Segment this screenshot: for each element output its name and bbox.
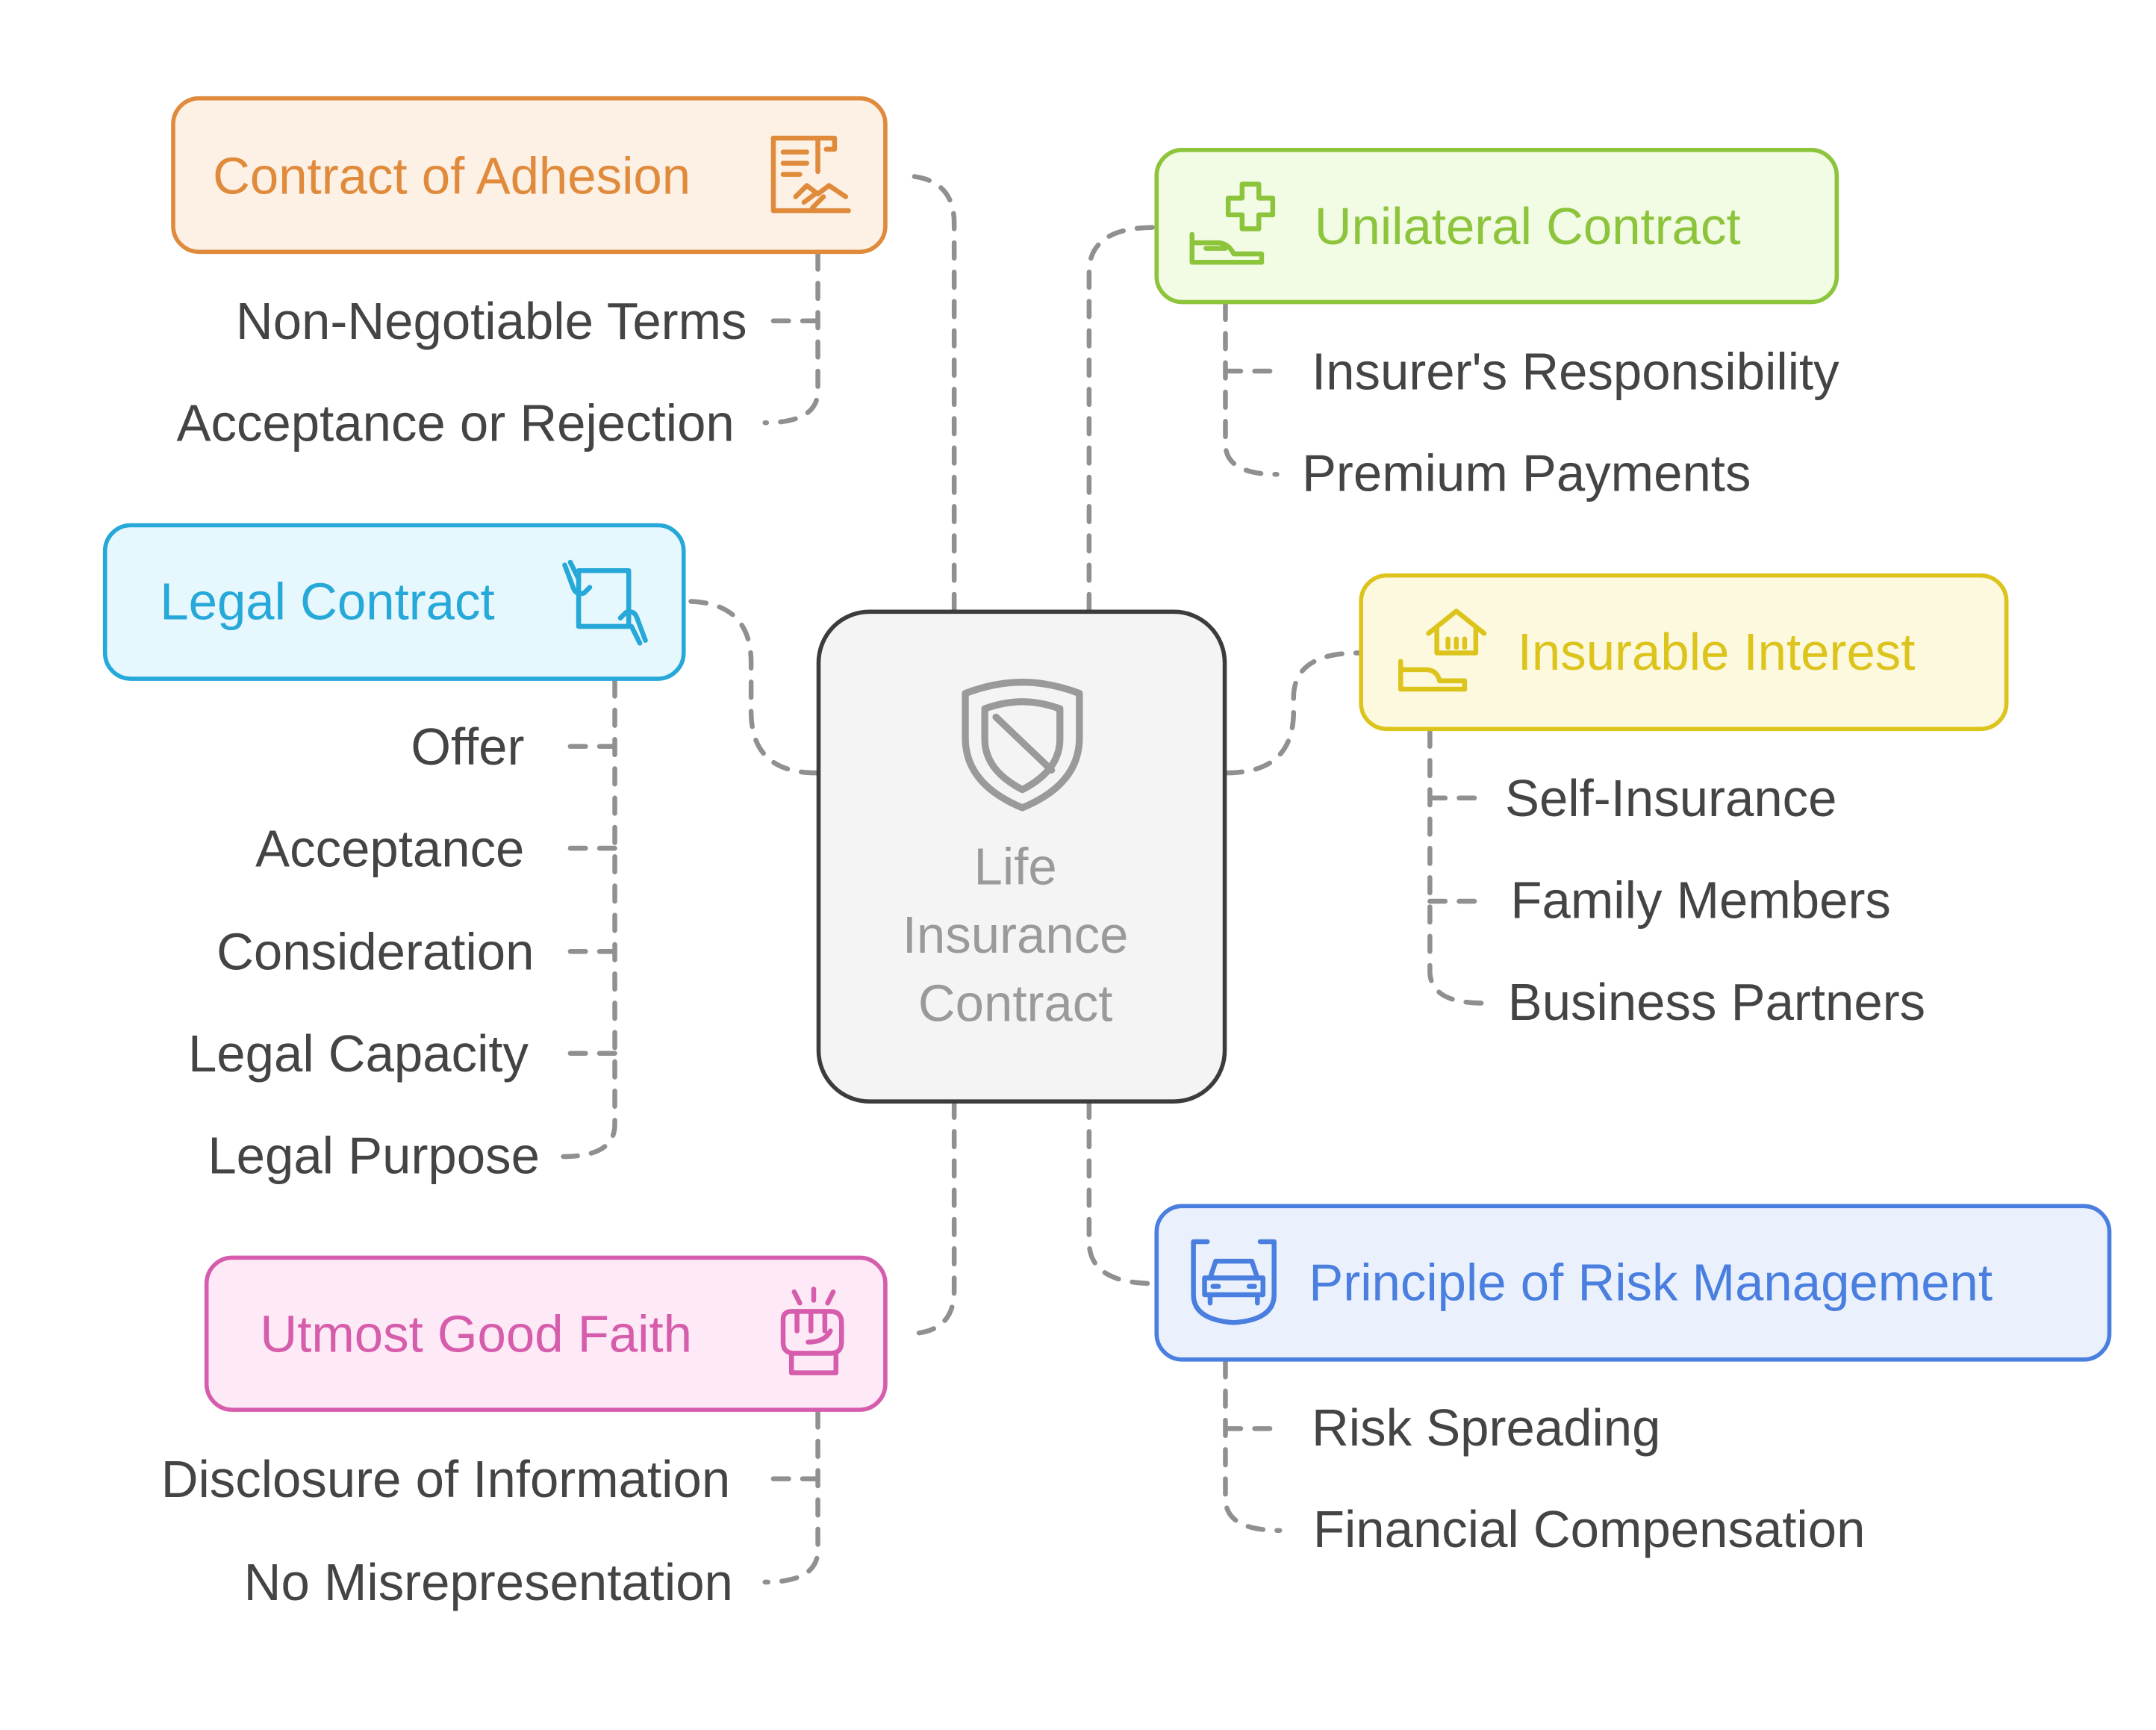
adhesion-item-1: Non-Negotiable Terms — [235, 293, 747, 350]
center-title: Life Insurance Contract — [835, 833, 1196, 1038]
hand-plus-icon — [1189, 181, 1276, 265]
legal-item-2: Acceptance — [255, 820, 525, 878]
faith-item-2: No Misrepresentation — [243, 1554, 733, 1612]
risk-item-1: Risk Spreading — [1311, 1399, 1661, 1457]
connector-adhesion — [904, 173, 957, 612]
center-title-line-1: Life — [973, 838, 1057, 896]
connector-adhesion-trunk — [762, 251, 820, 426]
branch-adhesion — [171, 96, 888, 255]
branch-insurable-title: Insurable Interest — [1517, 623, 1916, 681]
legal-item-5: Legal Purpose — [208, 1127, 540, 1185]
hand-house-icon — [1398, 609, 1487, 692]
branch-legal-title: Legal Contract — [160, 573, 495, 631]
branch-unilateral — [1154, 148, 1839, 305]
insurable-item-2: Family Members — [1510, 871, 1891, 930]
branch-adhesion-title: Contract of Adhesion — [213, 148, 691, 205]
legal-item-3: Consideration — [216, 923, 535, 981]
risk-item-2: Financial Compensation — [1312, 1501, 1866, 1559]
branch-risk-title: Principle of Risk Management — [1309, 1254, 1993, 1312]
car-shield-icon — [1191, 1239, 1277, 1325]
connector-unilateral-trunk — [1223, 302, 1280, 477]
legal-item-1: Offer — [411, 718, 525, 776]
connector-legal — [683, 599, 819, 776]
faith-item-1: Disclosure of Information — [161, 1451, 731, 1508]
connector-insurable — [1224, 650, 1362, 776]
shield-icon — [962, 679, 1083, 812]
center-node — [816, 609, 1227, 1104]
branch-legal — [102, 523, 686, 681]
connector-legal-trunk — [561, 678, 617, 1160]
adhesion-item-2: Acceptance or Rejection — [176, 394, 735, 452]
hands-document-icon — [562, 559, 648, 646]
insurable-item-1: Self-Insurance — [1504, 770, 1837, 828]
legal-item-4: Legal Capacity — [187, 1025, 529, 1083]
connector-insurable-trunk — [1427, 728, 1486, 1006]
raised-fist-icon — [780, 1286, 844, 1375]
branch-faith — [204, 1255, 888, 1412]
contract-handshake-icon — [770, 135, 851, 214]
unilateral-item-1: Insurer's Responsibility — [1311, 343, 1839, 401]
branch-unilateral-title: Unilateral Contract — [1314, 198, 1741, 255]
branch-risk — [1154, 1204, 2112, 1362]
unilateral-item-2: Premium Payments — [1301, 445, 1751, 502]
center-title-line-2: Insurance — [902, 906, 1129, 965]
connector-unilateral — [1086, 225, 1157, 612]
connector-risk-trunk — [1223, 1359, 1283, 1534]
insurable-item-3: Business Partners — [1507, 974, 1926, 1031]
branch-faith-title: Utmost Good Faith — [260, 1305, 692, 1363]
connector-faith-trunk — [762, 1409, 820, 1585]
center-title-line-3: Contract — [917, 975, 1113, 1033]
connector-faith — [904, 1099, 957, 1337]
connector-risk — [1086, 1099, 1157, 1286]
